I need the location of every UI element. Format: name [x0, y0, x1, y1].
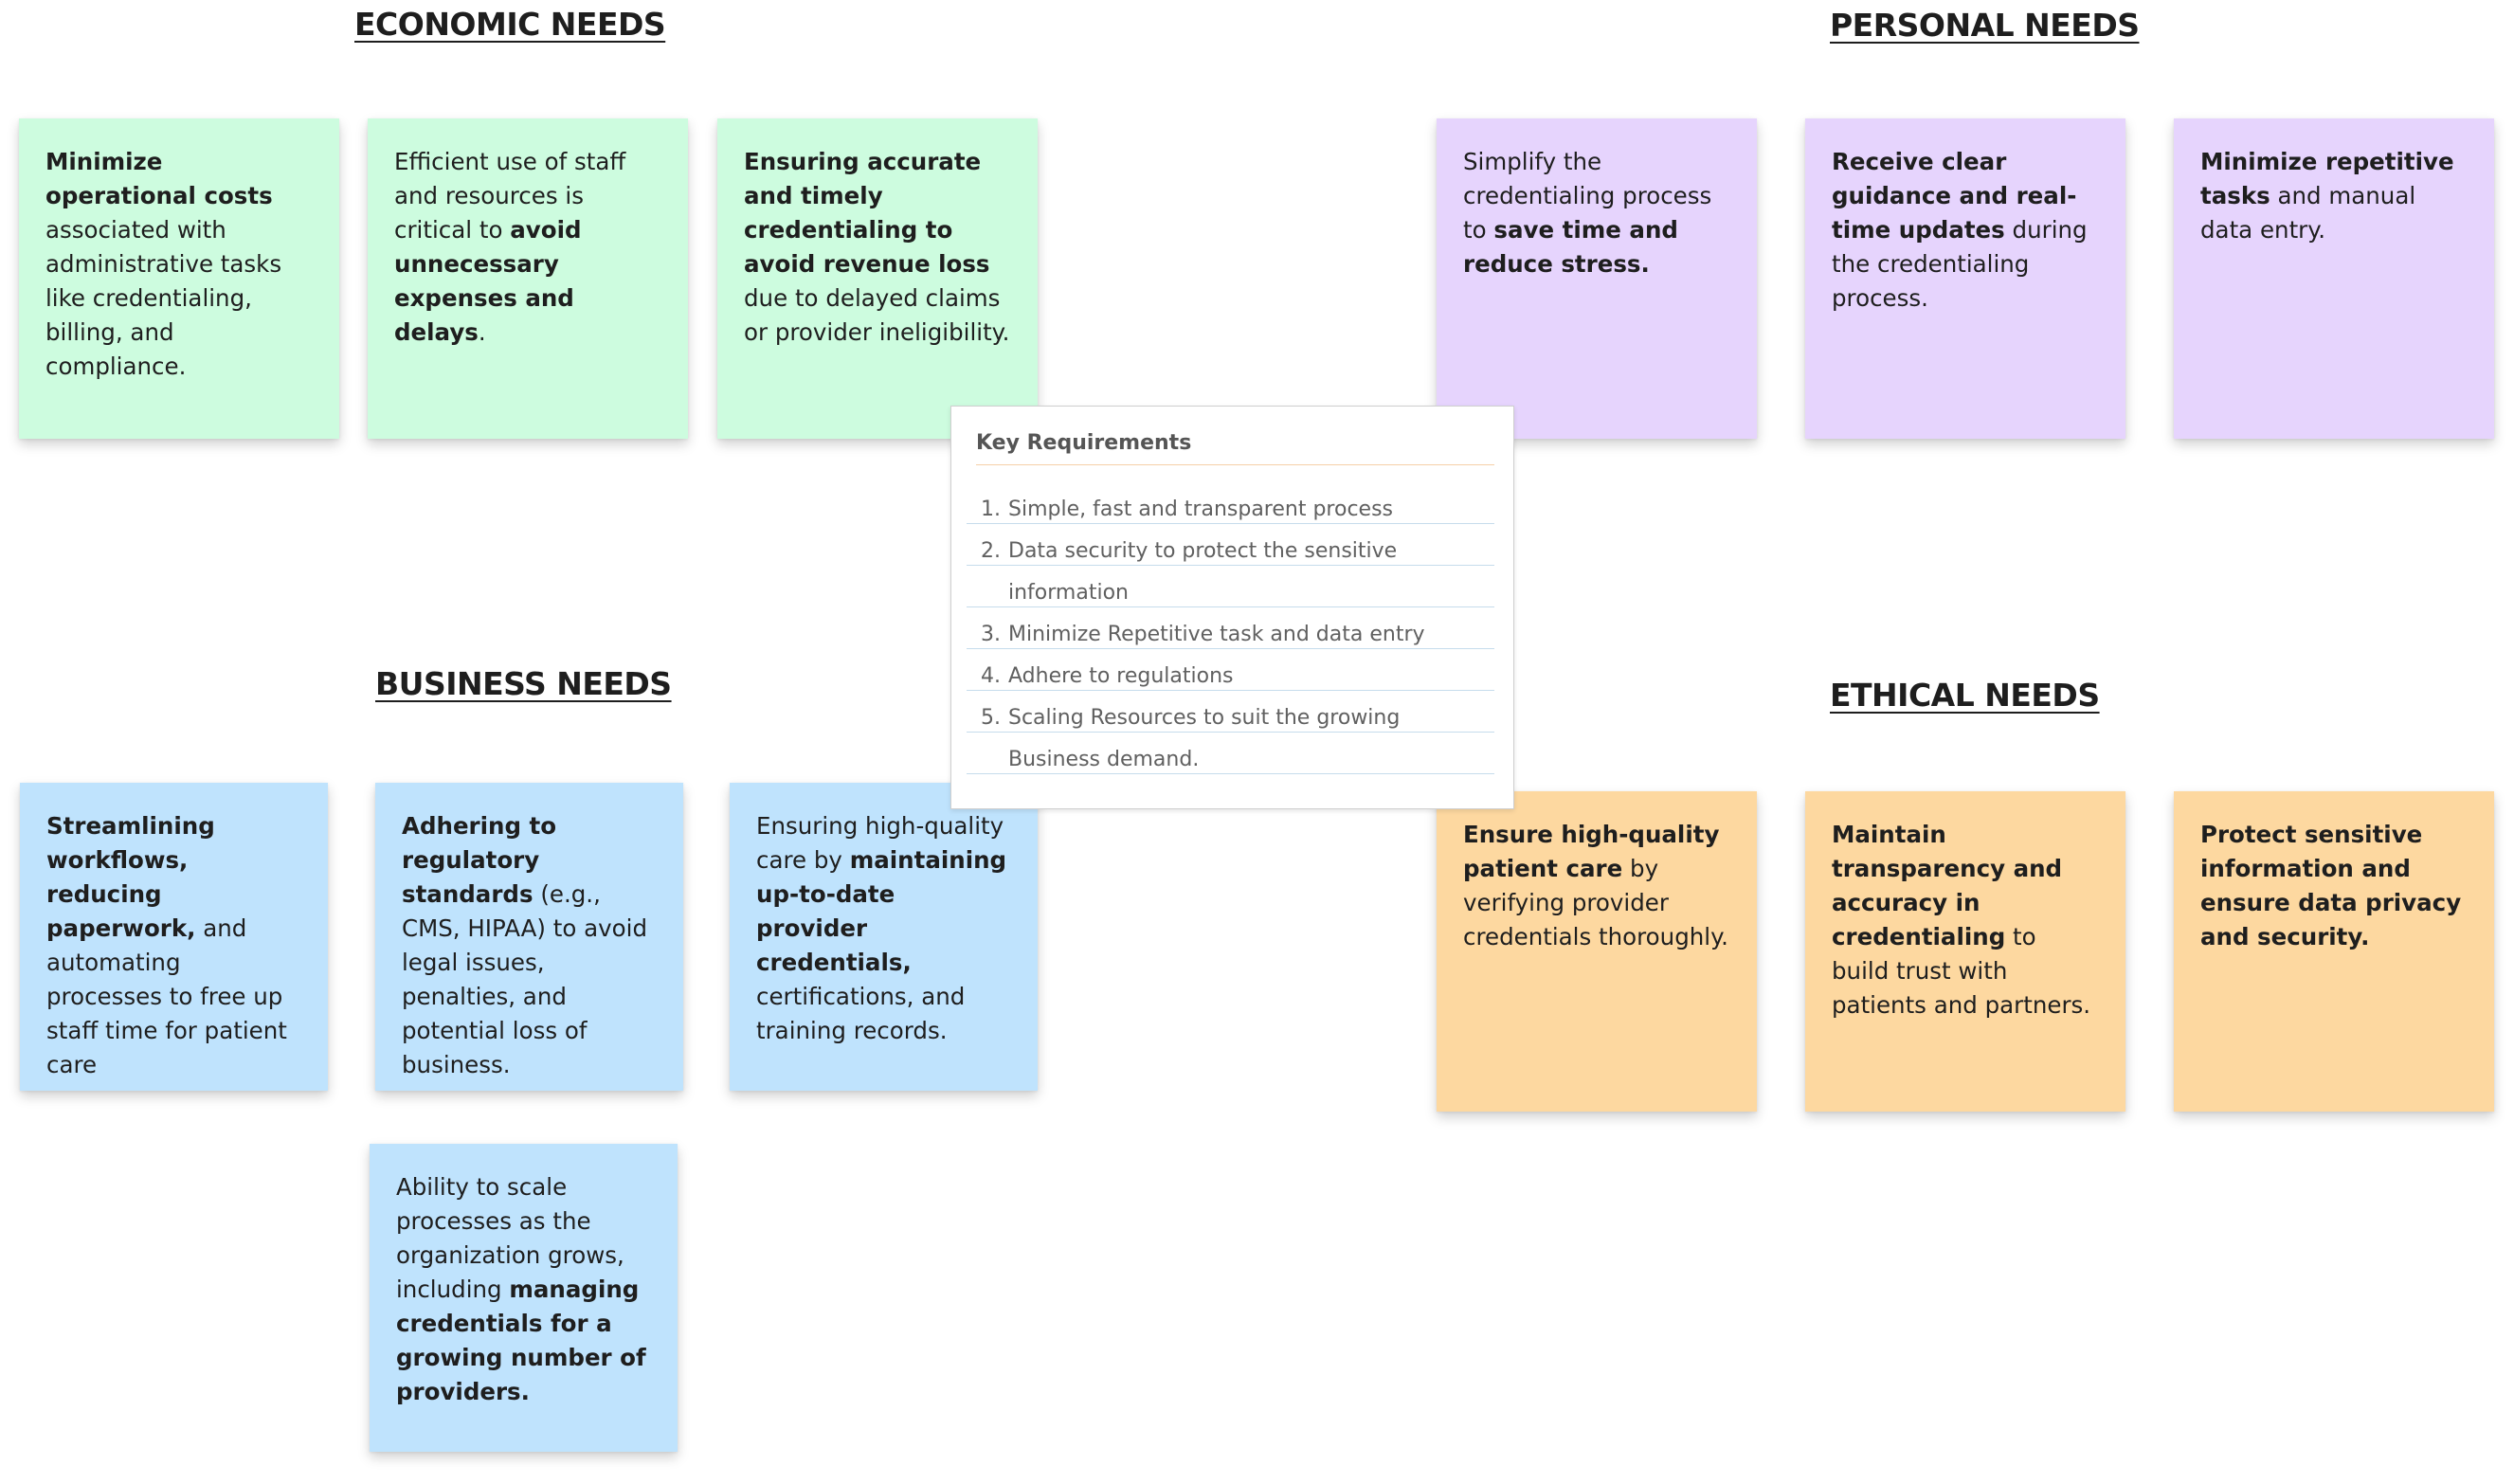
sticky-note[interactable]: Minimize operational costs associated wi…: [19, 118, 339, 439]
sticky-note[interactable]: Ensuring accurate and timely credentiali…: [717, 118, 1038, 439]
list-item: 2. Data security to protect the sensitive: [967, 524, 1494, 566]
personal-needs-heading: PERSONAL NEEDS: [1830, 7, 2140, 44]
key-requirements-card[interactable]: Key Requirements 1. Simple, fast and tran…: [950, 406, 1514, 809]
note-text: certifications, and training records.: [756, 983, 966, 1044]
note-text: Protect sensitive information and ensure…: [2200, 821, 2462, 950]
note-text: Streamlining workflows, reducing paperwo…: [46, 812, 215, 942]
ethical-needs-heading: ETHICAL NEEDS: [1830, 677, 2100, 714]
list-item: 5. Scaling Resources to suit the growing: [967, 691, 1494, 733]
note-text: to build trust with patients and partner…: [1832, 923, 2091, 1019]
list-item: information: [967, 566, 1494, 607]
list-item-text: Simple, fast and transparent process: [1008, 498, 1394, 521]
note-text: avoid unnecessary expenses and delays: [394, 216, 582, 346]
list-item: 3. Minimize Repetitive task and data entr…: [967, 607, 1494, 649]
sticky-note[interactable]: Efficient use of staff and resources is …: [368, 118, 688, 439]
sticky-note[interactable]: Adhering to regulatory standards (e.g., …: [375, 783, 683, 1091]
sticky-note[interactable]: Ensuring high-quality care by maintainin…: [730, 783, 1038, 1091]
note-text: Ensuring high-quality care by: [756, 812, 1004, 874]
note-text: associated with administrative tasks lik…: [45, 216, 282, 380]
sticky-note[interactable]: Receive clear guidance and real-time upd…: [1805, 118, 2125, 439]
note-text: Minimize operational costs: [45, 148, 273, 209]
note-text: Ability to scale processes as the organi…: [396, 1173, 624, 1303]
key-requirements-list: 1. Simple, fast and transparent process 2…: [967, 482, 1494, 774]
note-text: due to delayed claims or provider inelig…: [744, 284, 1010, 346]
note-text: .: [478, 318, 486, 346]
sticky-note[interactable]: Minimize repetitive tasks and manual dat…: [2174, 118, 2494, 439]
sticky-note[interactable]: Maintain transparency and accuracy in cr…: [1805, 791, 2125, 1112]
sticky-note[interactable]: Ability to scale processes as the organi…: [370, 1144, 678, 1452]
key-requirements-title: Key Requirements: [976, 431, 1494, 465]
list-number: 1.: [981, 498, 1001, 521]
note-text: Minimize repetitive tasks: [2200, 148, 2454, 209]
note-text: (e.g., CMS, HIPAA) to avoid legal issues…: [402, 880, 648, 1078]
list-item-text: Minimize Repetitive task and data entry: [1008, 623, 1425, 646]
business-needs-heading: BUSINESS NEEDS: [375, 665, 672, 702]
note-text: Simplify the credentialing process to: [1463, 148, 1712, 244]
note-text: Ensure high-quality patient care: [1463, 821, 1720, 882]
note-text: maintaining up-to-date provider credenti…: [756, 846, 1007, 976]
list-item-text: Adhere to regulations: [1008, 664, 1234, 688]
note-text: managing credentials for a growing numbe…: [396, 1276, 646, 1405]
note-text: by verifying provider credentials thorou…: [1463, 855, 1728, 950]
sticky-note[interactable]: Streamlining workflows, reducing paperwo…: [20, 783, 328, 1091]
note-text: Efficient use of staff and resources is …: [394, 148, 626, 244]
sticky-note[interactable]: Ensure high-quality patient care by veri…: [1437, 791, 1757, 1112]
list-item-text: Business demand.: [1008, 748, 1200, 771]
list-number: 5.: [981, 706, 1001, 730]
note-text: Adhering to regulatory standards: [402, 812, 557, 908]
list-item-text: Scaling Resources to suit the growing: [1008, 706, 1401, 730]
note-text: Receive clear guidance and real-time upd…: [1832, 148, 2077, 244]
list-item: Business demand.: [967, 733, 1494, 774]
note-text: Ensuring accurate and timely credentiali…: [744, 148, 990, 278]
sticky-note[interactable]: Protect sensitive information and ensure…: [2174, 791, 2494, 1112]
list-number: 4.: [981, 664, 1001, 688]
list-item: 4. Adhere to regulations: [967, 649, 1494, 691]
list-number: 2.: [981, 539, 1001, 563]
list-number: 3.: [981, 623, 1001, 646]
economic-needs-heading: ECONOMIC NEEDS: [354, 6, 666, 43]
note-text: during the credentialing process.: [1832, 216, 2088, 312]
note-text: and manual data entry.: [2200, 182, 2416, 244]
sticky-note[interactable]: Simplify the credentialing process to sa…: [1437, 118, 1757, 439]
note-text: save time and reduce stress.: [1463, 216, 1678, 278]
list-item-text: information: [1008, 581, 1129, 605]
list-item: 1. Simple, fast and transparent process: [967, 482, 1494, 524]
note-text: and automating processes to free up staf…: [46, 914, 287, 1078]
note-text: Maintain transparency and accuracy in cr…: [1832, 821, 2063, 950]
list-item-text: Data security to protect the sensitive: [1008, 539, 1398, 563]
